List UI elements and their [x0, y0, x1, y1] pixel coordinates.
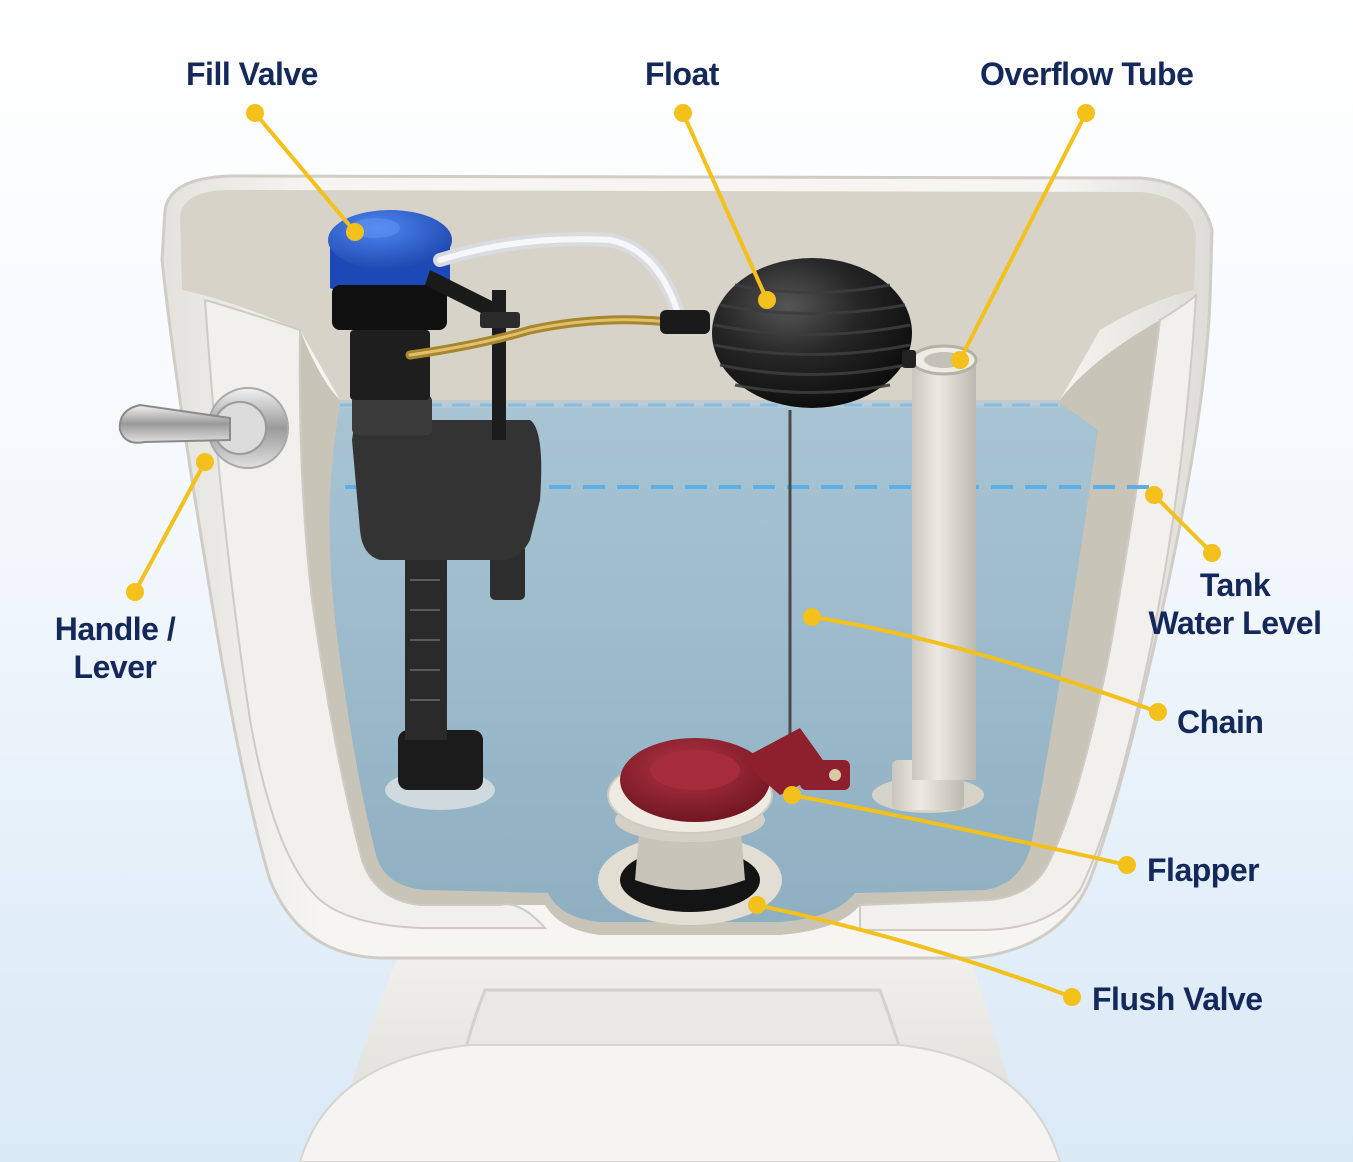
callouts	[126, 104, 1221, 1006]
flush-handle	[118, 387, 289, 469]
label-tank-water-line2: Water Level	[1148, 605, 1322, 641]
label-overflow-tube: Overflow Tube	[980, 56, 1194, 92]
label-fill-valve: Fill Valve	[186, 56, 318, 92]
label-flush-valve: Flush Valve	[1092, 981, 1263, 1017]
supply-tube-and-rod	[405, 232, 710, 360]
label-chain: Chain	[1177, 704, 1264, 740]
overflow-tube	[872, 344, 984, 813]
label-handle-line2: Lever	[73, 649, 157, 685]
label-float: Float	[645, 56, 719, 92]
label-flapper: Flapper	[1147, 852, 1260, 888]
flapper	[607, 728, 850, 834]
toilet-bowl	[298, 930, 1062, 1162]
label-handle-line1: Handle /	[54, 611, 176, 647]
fill-valve	[328, 210, 542, 810]
label-handle-lever: Handle / Lever	[45, 610, 185, 686]
label-tank-water-line1: Tank	[1199, 567, 1271, 603]
label-tank-water-level: Tank Water Level	[1145, 566, 1325, 642]
